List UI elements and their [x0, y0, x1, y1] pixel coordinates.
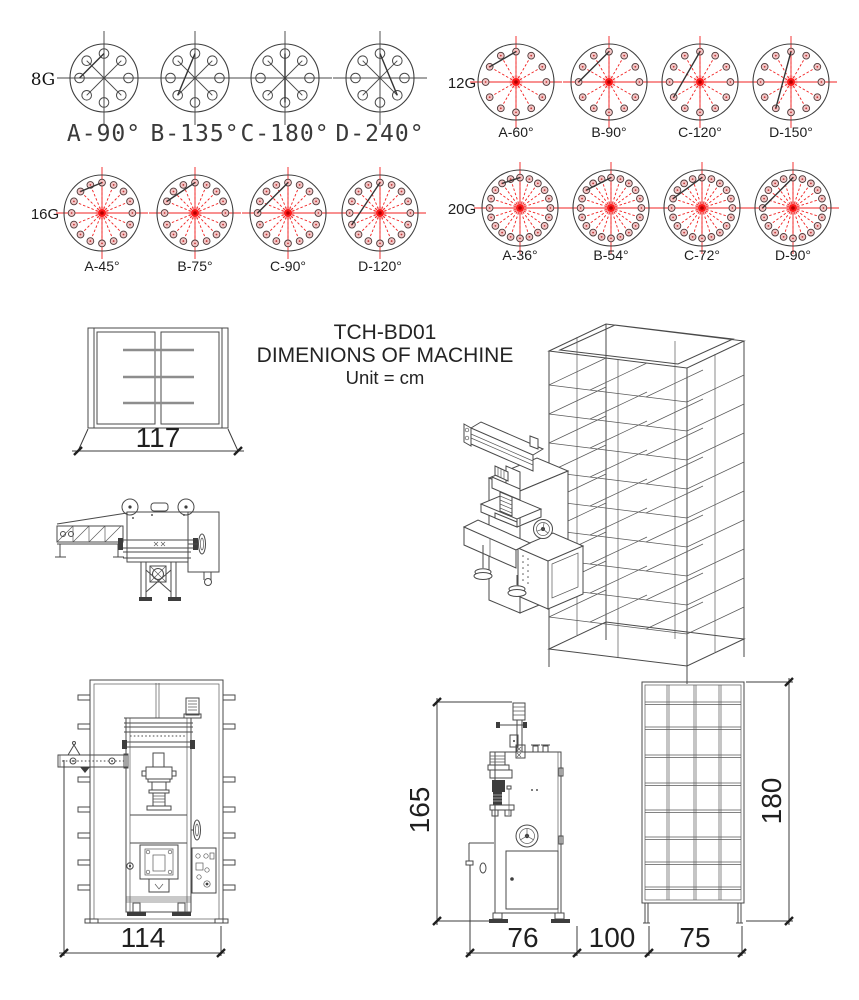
- gauge-variant-label: A-45°: [84, 258, 119, 274]
- gauge-wheel-12g-b: B-90°: [563, 36, 655, 140]
- angle-chord: [379, 53, 398, 96]
- machine-side-view-drawing: [55, 498, 220, 601]
- cabinet-door: [505, 850, 559, 910]
- gauge-configuration-section: 8G A-90° B-135°C-180°D-240° 12G A-60° B-90° C-…: [31, 31, 839, 274]
- gauge-wheel-8g-d: D-240°: [333, 31, 427, 147]
- gauge-row-label: 8G: [31, 70, 55, 90]
- gauge-variant-label: D-240°: [335, 121, 424, 147]
- angle-chord: [177, 53, 196, 96]
- control-panel: [191, 847, 217, 894]
- dimension-rack-height: 180: [756, 778, 787, 825]
- angle-chord: [80, 181, 103, 193]
- angle-chord: [351, 182, 381, 226]
- dimension-top-width: 117: [136, 422, 181, 453]
- gauge-wheel-8g-c: C-180°: [238, 31, 332, 147]
- isometric-rack-drawing: [547, 323, 746, 684]
- angle-chord: [586, 176, 612, 191]
- beacon-light: [512, 702, 526, 721]
- front-view-drawing: 114: [57, 679, 236, 958]
- angle-chord: [501, 176, 521, 185]
- gauge-variant-label: C-180°: [240, 121, 329, 147]
- gauge-variant-label: B-54°: [593, 247, 628, 263]
- title-block: TCH-BD01 DIMENIONS OF MACHINE Unit = cm: [240, 321, 530, 389]
- gauge-wheel-16g-a: A-45°: [56, 167, 148, 274]
- gauge-wheel-20g-b: B-54°: [565, 162, 657, 263]
- dimension-machine-rack-gap: 100: [589, 922, 636, 953]
- rack-front-view-drawing: 75 180: [641, 677, 794, 958]
- gauge-row-label: 16G: [31, 206, 59, 223]
- gauge-wheel-12g-d: D-150°: [745, 36, 837, 140]
- drawing-heading: DIMENIONS OF MACHINE: [256, 344, 514, 367]
- gauge-wheel-16g-c: C-90°: [242, 167, 334, 274]
- dimension-side-width: 76: [507, 922, 538, 953]
- shelf-bars: [123, 348, 194, 405]
- gauge-variant-label: B-75°: [177, 258, 212, 274]
- gauge-wheel-16g-b: B-75°: [149, 167, 241, 274]
- gauge-variant-label: C-120°: [678, 124, 722, 140]
- angle-chord: [672, 177, 703, 200]
- angle-chord: [257, 182, 289, 214]
- model-number: TCH-BD01: [333, 321, 437, 344]
- gauge-variant-label: C-90°: [270, 258, 306, 274]
- rack-pegs-left: [77, 694, 91, 891]
- angle-chord: [166, 182, 196, 202]
- gauge-wheel-8g-a: A-90°: [57, 31, 151, 147]
- gauge-variant-label: D-150°: [769, 124, 813, 140]
- gauge-row-8g: 8G A-90° B-135°C-180°D-240°: [31, 31, 427, 147]
- gauge-variant-label: B-90°: [591, 124, 626, 140]
- gauge-variant-label: B-135°: [150, 121, 239, 147]
- rack-pegs-right: [222, 694, 236, 891]
- side-elevation-drawing: 165 76 100: [404, 697, 649, 958]
- gauge-variant-label: A-60°: [498, 124, 533, 140]
- gauge-wheel-20g-a: A-36°: [474, 162, 566, 263]
- angle-chord: [489, 50, 517, 68]
- gauge-wheel-8g-b: B-135°: [148, 31, 242, 147]
- handwheel: [515, 824, 539, 848]
- angle-chord: [578, 51, 610, 83]
- dimension-front-width: 114: [121, 922, 166, 953]
- isometric-machine-drawing: [462, 421, 585, 614]
- gauge-row-20g: 20G A-36° B-54° C-72° D-90°: [448, 162, 839, 263]
- dimension-side-height: 165: [404, 787, 435, 834]
- angle-chord: [762, 177, 794, 209]
- gauge-variant-label: A-36°: [502, 247, 537, 263]
- gauge-wheel-12g-a: A-60°: [470, 36, 562, 140]
- gauge-row-label: 20G: [448, 201, 476, 218]
- angle-chord: [673, 51, 701, 98]
- gauge-wheel-12g-c: C-120°: [654, 36, 746, 140]
- angle-chord: [775, 51, 792, 109]
- gauge-variant-label: D-90°: [775, 247, 811, 263]
- gauge-variant-label: D-120°: [358, 258, 402, 274]
- gauge-wheel-20g-d: D-90°: [747, 162, 839, 263]
- gauge-row-label: 12G: [448, 75, 476, 92]
- top-view-drawing: 117: [72, 327, 244, 456]
- gauge-variant-label: A-90°: [67, 121, 141, 147]
- angle-chord: [79, 53, 105, 79]
- gauge-row-16g: 16G A-45° B-75° C-90° D-120°: [31, 167, 426, 274]
- gauge-row-12g: 12G A-60° B-90° C-120° D-150°: [448, 36, 837, 140]
- gauge-wheel-20g-c: C-72°: [656, 162, 748, 263]
- dimension-rack-width: 75: [679, 922, 710, 953]
- unit-note: Unit = cm: [345, 367, 425, 388]
- gauge-variant-label: C-72°: [684, 247, 720, 263]
- gauge-wheel-16g-d: D-120°: [334, 167, 426, 274]
